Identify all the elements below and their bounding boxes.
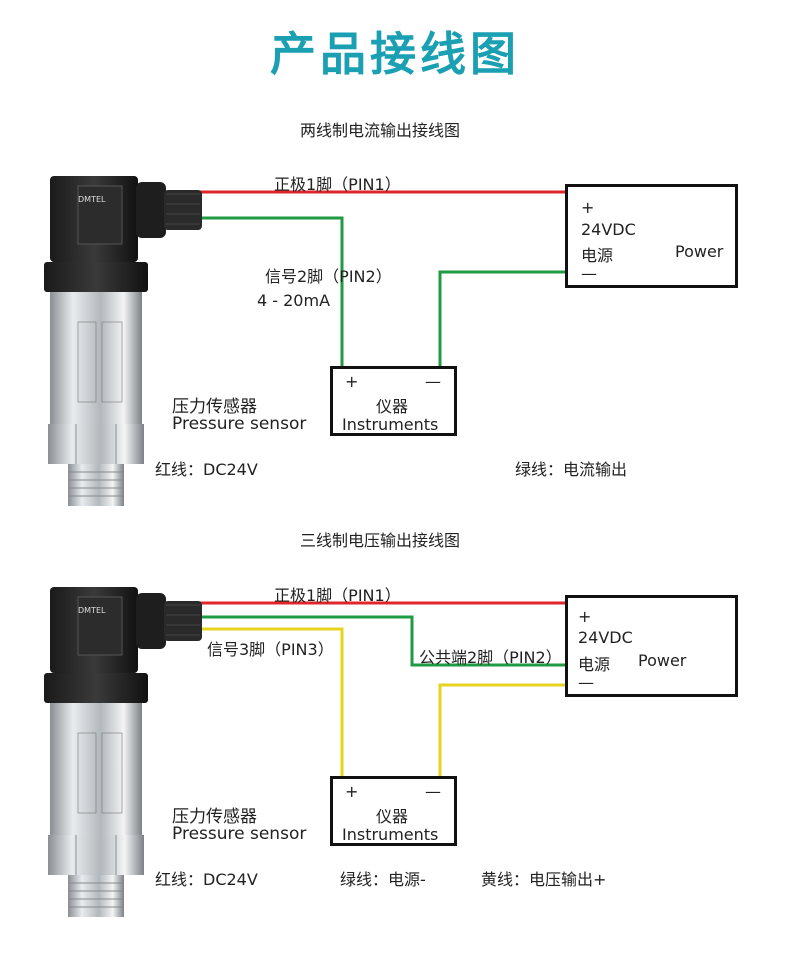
d2-power-name-cn: 电源 (578, 655, 611, 674)
d1-pin2-label: 信号2脚（PIN2） (265, 267, 392, 286)
d2-green-wire (200, 615, 565, 667)
d2-legend-green: 绿线：电源- (340, 870, 426, 889)
d2-legend-red: 红线：DC24V (155, 870, 258, 889)
d2-instrument-name-en: Instruments (342, 825, 439, 844)
d1-sensor-cn: 压力传感器 (172, 397, 257, 417)
d1-power-minus: — (581, 264, 597, 283)
d2-pin3-label: 信号3脚（PIN3） (207, 640, 334, 659)
d2-pin2-label: 公共端2脚（PIN2） (419, 648, 562, 667)
d1-sensor-brand: DMTEL (78, 195, 106, 204)
d2-power-plus: + (578, 607, 592, 626)
d1-green-wire-return (438, 270, 565, 366)
diagram2-subtitle: 三线制电压输出接线图 (300, 531, 461, 550)
d1-green-wire-signal (200, 216, 344, 366)
d2-sensor-brand: DMTEL (78, 606, 106, 615)
d2-sensor-cn: 压力传感器 (172, 807, 257, 827)
page-title: 产品接线图 (270, 27, 520, 81)
d1-instrument-minus: — (425, 372, 441, 391)
d1-instrument-box: + — 仪器 Instruments (330, 366, 457, 436)
d1-instrument-name-en: Instruments (342, 415, 439, 434)
d2-yellow-wire-signal (200, 627, 344, 776)
d1-power-plus: + (581, 198, 595, 217)
d2-power-name-en: Power (638, 651, 687, 670)
d1-pin1-label: 正极1脚（PIN1） (274, 175, 401, 194)
d1-legend-green: 绿线：电流输出 (515, 460, 628, 479)
d1-current-label: 4 - 20mA (257, 291, 331, 310)
d1-legend-red: 红线：DC24V (155, 460, 258, 479)
d2-power-minus: — (578, 673, 594, 692)
d2-instrument-box: + — 仪器 Instruments (330, 776, 457, 846)
d1-power-name-en: Power (675, 242, 724, 261)
d1-power-voltage: 24VDC (581, 220, 636, 239)
d1-instrument-name-cn: 仪器 (376, 397, 409, 416)
diagram1-subtitle: 两线制电流输出接线图 (300, 121, 461, 140)
d2-pressure-sensor: DMTEL (44, 587, 202, 917)
d2-legend-yellow: 黄线：电压输出+ (481, 870, 607, 889)
d1-power-box: + 24VDC 电源 Power — (565, 184, 738, 288)
d2-power-box: + 24VDC 电源 Power — (565, 595, 738, 697)
d2-yellow-wire-return (438, 683, 565, 776)
d1-pressure-sensor: DMTEL (44, 176, 202, 506)
d2-pin1-label: 正极1脚（PIN1） (274, 586, 401, 605)
d2-instrument-name-cn: 仪器 (376, 807, 409, 826)
d2-power-voltage: 24VDC (578, 628, 633, 647)
d2-instrument-minus: — (425, 782, 441, 801)
d1-sensor-en: Pressure sensor (172, 414, 307, 434)
d1-instrument-plus: + (345, 372, 359, 391)
d1-power-name-cn: 电源 (581, 246, 614, 265)
d2-sensor-en: Pressure sensor (172, 824, 307, 844)
d2-instrument-plus: + (345, 782, 359, 801)
